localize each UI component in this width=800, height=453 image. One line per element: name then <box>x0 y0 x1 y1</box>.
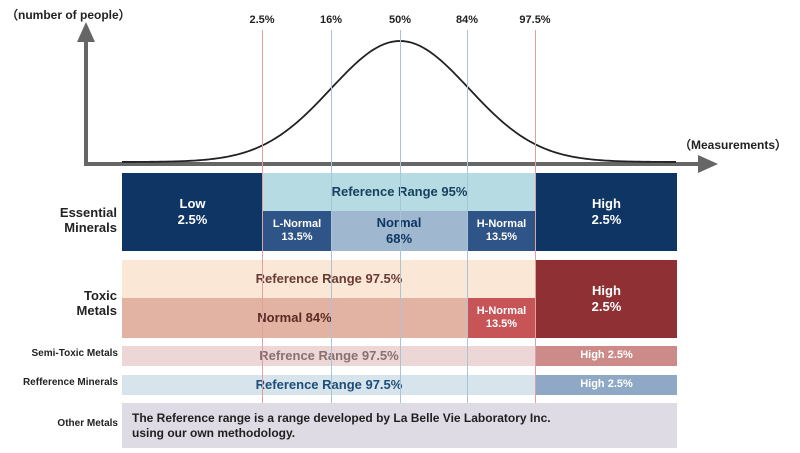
essential-low-block: Low 2.5% <box>122 173 263 251</box>
toxic-reference-range-block: Reference Range 97.5% <box>122 260 536 298</box>
bell-curve <box>122 40 677 163</box>
percentile-label-84: 84% <box>455 14 479 26</box>
semi-toxic-high-block: High 2.5% <box>536 346 677 366</box>
guide-line-50 <box>400 30 401 403</box>
other-metals-note-block: The Reference range is a range developed… <box>122 403 677 448</box>
guide-line-84 <box>467 30 468 403</box>
essential-normal-block: Normal 68% <box>331 211 467 251</box>
row-label-semi-toxic-metals: Semi-Toxic Metals <box>31 348 118 359</box>
guide-line-16 <box>331 30 332 403</box>
toxic-normal-block: Normal 84% <box>122 298 467 338</box>
reference-minerals-range-block: Reference Range 97.5% <box>122 375 536 395</box>
x-axis-arrow <box>698 155 718 173</box>
essential-lnormal-block: L-Normal 13.5% <box>263 211 331 251</box>
y-axis-arrow <box>77 22 95 42</box>
toxic-hnormal-block: H-Normal 13.5% <box>467 298 536 338</box>
percentile-label-50: 50% <box>388 14 412 26</box>
guide-line-2-5 <box>262 30 263 403</box>
toxic-high-block: High 2.5% <box>536 260 677 338</box>
percentile-label-2-5: 2.5% <box>249 14 275 26</box>
percentile-label-97-5: 97.5% <box>519 14 551 26</box>
essential-high-block: High 2.5% <box>536 173 677 251</box>
guide-line-97-5 <box>535 30 536 403</box>
semi-toxic-reference-range-block: Refrence Range 97.5% <box>122 346 536 366</box>
reference-minerals-high-block: High 2.5% <box>536 375 677 395</box>
x-axis-label: （Measurements） <box>679 138 788 152</box>
row-label-reference-minerals: Refference Minerals <box>22 377 118 388</box>
percentile-label-16: 16% <box>319 14 343 26</box>
essential-hnormal-block: H-Normal 13.5% <box>467 211 536 251</box>
row-label-other-metals: Other Metals <box>57 418 118 429</box>
row-label-essential-minerals: Essential Minerals <box>59 205 117 235</box>
row-label-toxic-metals: Toxic Metals <box>76 288 117 318</box>
y-axis-label: （number of people） <box>6 8 131 22</box>
essential-reference-range-block: Reference Range 95% <box>263 173 536 211</box>
